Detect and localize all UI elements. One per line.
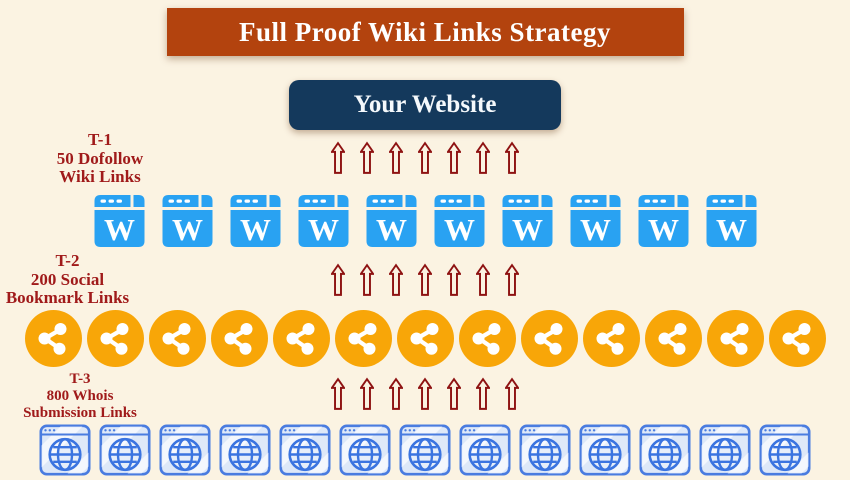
share-icon (396, 310, 454, 367)
tier-line: T-1 (88, 130, 112, 149)
wiki-browser-icon: W (298, 195, 348, 247)
svg-text:W: W (376, 212, 407, 247)
up-arrow-icon (505, 377, 519, 410)
your-website-box: Your Website (289, 80, 561, 130)
share-icon (768, 310, 826, 367)
up-arrow-icon (476, 141, 490, 174)
up-arrow-icon (331, 377, 345, 410)
share-icon (148, 310, 206, 367)
tier-line: 50 Dofollow (56, 148, 144, 168)
svg-text:W: W (172, 212, 203, 247)
globe-browser-icon (399, 424, 451, 476)
share-icon (86, 310, 144, 367)
arrow-row-1 (0, 140, 850, 176)
tier-3-label: T-3 800 Whois Submission Links (10, 371, 150, 422)
your-website-label: Your Website (353, 91, 497, 118)
wiki-browser-icon: W (570, 195, 620, 247)
svg-text:W: W (648, 212, 679, 247)
globe-browser-icon (159, 424, 211, 476)
svg-text:W: W (308, 212, 339, 247)
up-arrow-icon (447, 141, 461, 174)
globe-browser-icon (459, 424, 511, 476)
share-icon (582, 310, 640, 367)
tier-line: 800 Whois (46, 388, 114, 404)
wiki-browser-icon: W (706, 195, 756, 247)
svg-text:W: W (104, 212, 135, 247)
globe-browser-icon (39, 424, 91, 476)
tier-line: T-3 (69, 371, 91, 387)
tier-1-label: T-1 50 Dofollow Wiki Links (30, 130, 170, 187)
globe-browser-icon (279, 424, 331, 476)
wiki-browser-icon: W (162, 195, 212, 247)
up-arrow-icon (331, 141, 345, 174)
svg-text:W: W (716, 212, 747, 247)
share-icon (210, 310, 268, 367)
up-arrow-icon (418, 377, 432, 410)
wiki-browser-icon: W (230, 195, 280, 247)
arrow-row-3 (0, 376, 850, 412)
up-arrow-icon (360, 141, 374, 174)
globe-browser-icon (219, 424, 271, 476)
wiki-icons-row: W W W (0, 195, 850, 247)
share-icons-row (0, 310, 850, 367)
svg-text:W: W (444, 212, 475, 247)
up-arrow-icon (447, 263, 461, 296)
svg-text:W: W (512, 212, 543, 247)
up-arrow-icon (505, 141, 519, 174)
up-arrow-icon (447, 377, 461, 410)
up-arrow-icon (418, 263, 432, 296)
wiki-browser-icon: W (366, 195, 416, 247)
tier-line: T-2 (55, 251, 80, 270)
share-icon (334, 310, 392, 367)
globe-browser-icon (579, 424, 631, 476)
globe-browser-icon (639, 424, 691, 476)
globe-browser-icon (699, 424, 751, 476)
up-arrow-icon (505, 263, 519, 296)
up-arrow-icon (389, 263, 403, 296)
tier-line: 200 Social (30, 269, 105, 289)
up-arrow-icon (476, 263, 490, 296)
tier-line: Submission Links (23, 405, 137, 421)
tier-2-label: T-2 200 Social Bookmark Links (0, 251, 135, 308)
up-arrow-icon (418, 141, 432, 174)
up-arrow-icon (360, 377, 374, 410)
share-icon (706, 310, 764, 367)
up-arrow-icon (360, 263, 374, 296)
up-arrow-icon (389, 141, 403, 174)
globe-browser-icon (519, 424, 571, 476)
share-icon (644, 310, 702, 367)
wiki-browser-icon: W (502, 195, 552, 247)
share-icon (520, 310, 578, 367)
globe-browser-icon (99, 424, 151, 476)
up-arrow-icon (389, 377, 403, 410)
up-arrow-icon (476, 377, 490, 410)
tier-line: Bookmark Links (5, 288, 130, 307)
page-title: Full Proof Wiki Links Strategy (238, 16, 612, 47)
share-icon (24, 310, 82, 367)
svg-text:W: W (580, 212, 611, 247)
share-icon (272, 310, 330, 367)
title-banner: Full Proof Wiki Links Strategy (166, 8, 684, 56)
arrow-row-2 (0, 262, 850, 298)
up-arrow-icon (331, 263, 345, 296)
wiki-browser-icon: W (638, 195, 688, 247)
wiki-browser-icon: W (434, 195, 484, 247)
globe-browser-icon (339, 424, 391, 476)
whois-icons-row (0, 424, 850, 476)
globe-browser-icon (759, 424, 811, 476)
svg-text:W: W (240, 212, 271, 247)
wiki-browser-icon: W (94, 195, 144, 247)
share-icon (458, 310, 516, 367)
tier-line: Wiki Links (59, 167, 141, 186)
